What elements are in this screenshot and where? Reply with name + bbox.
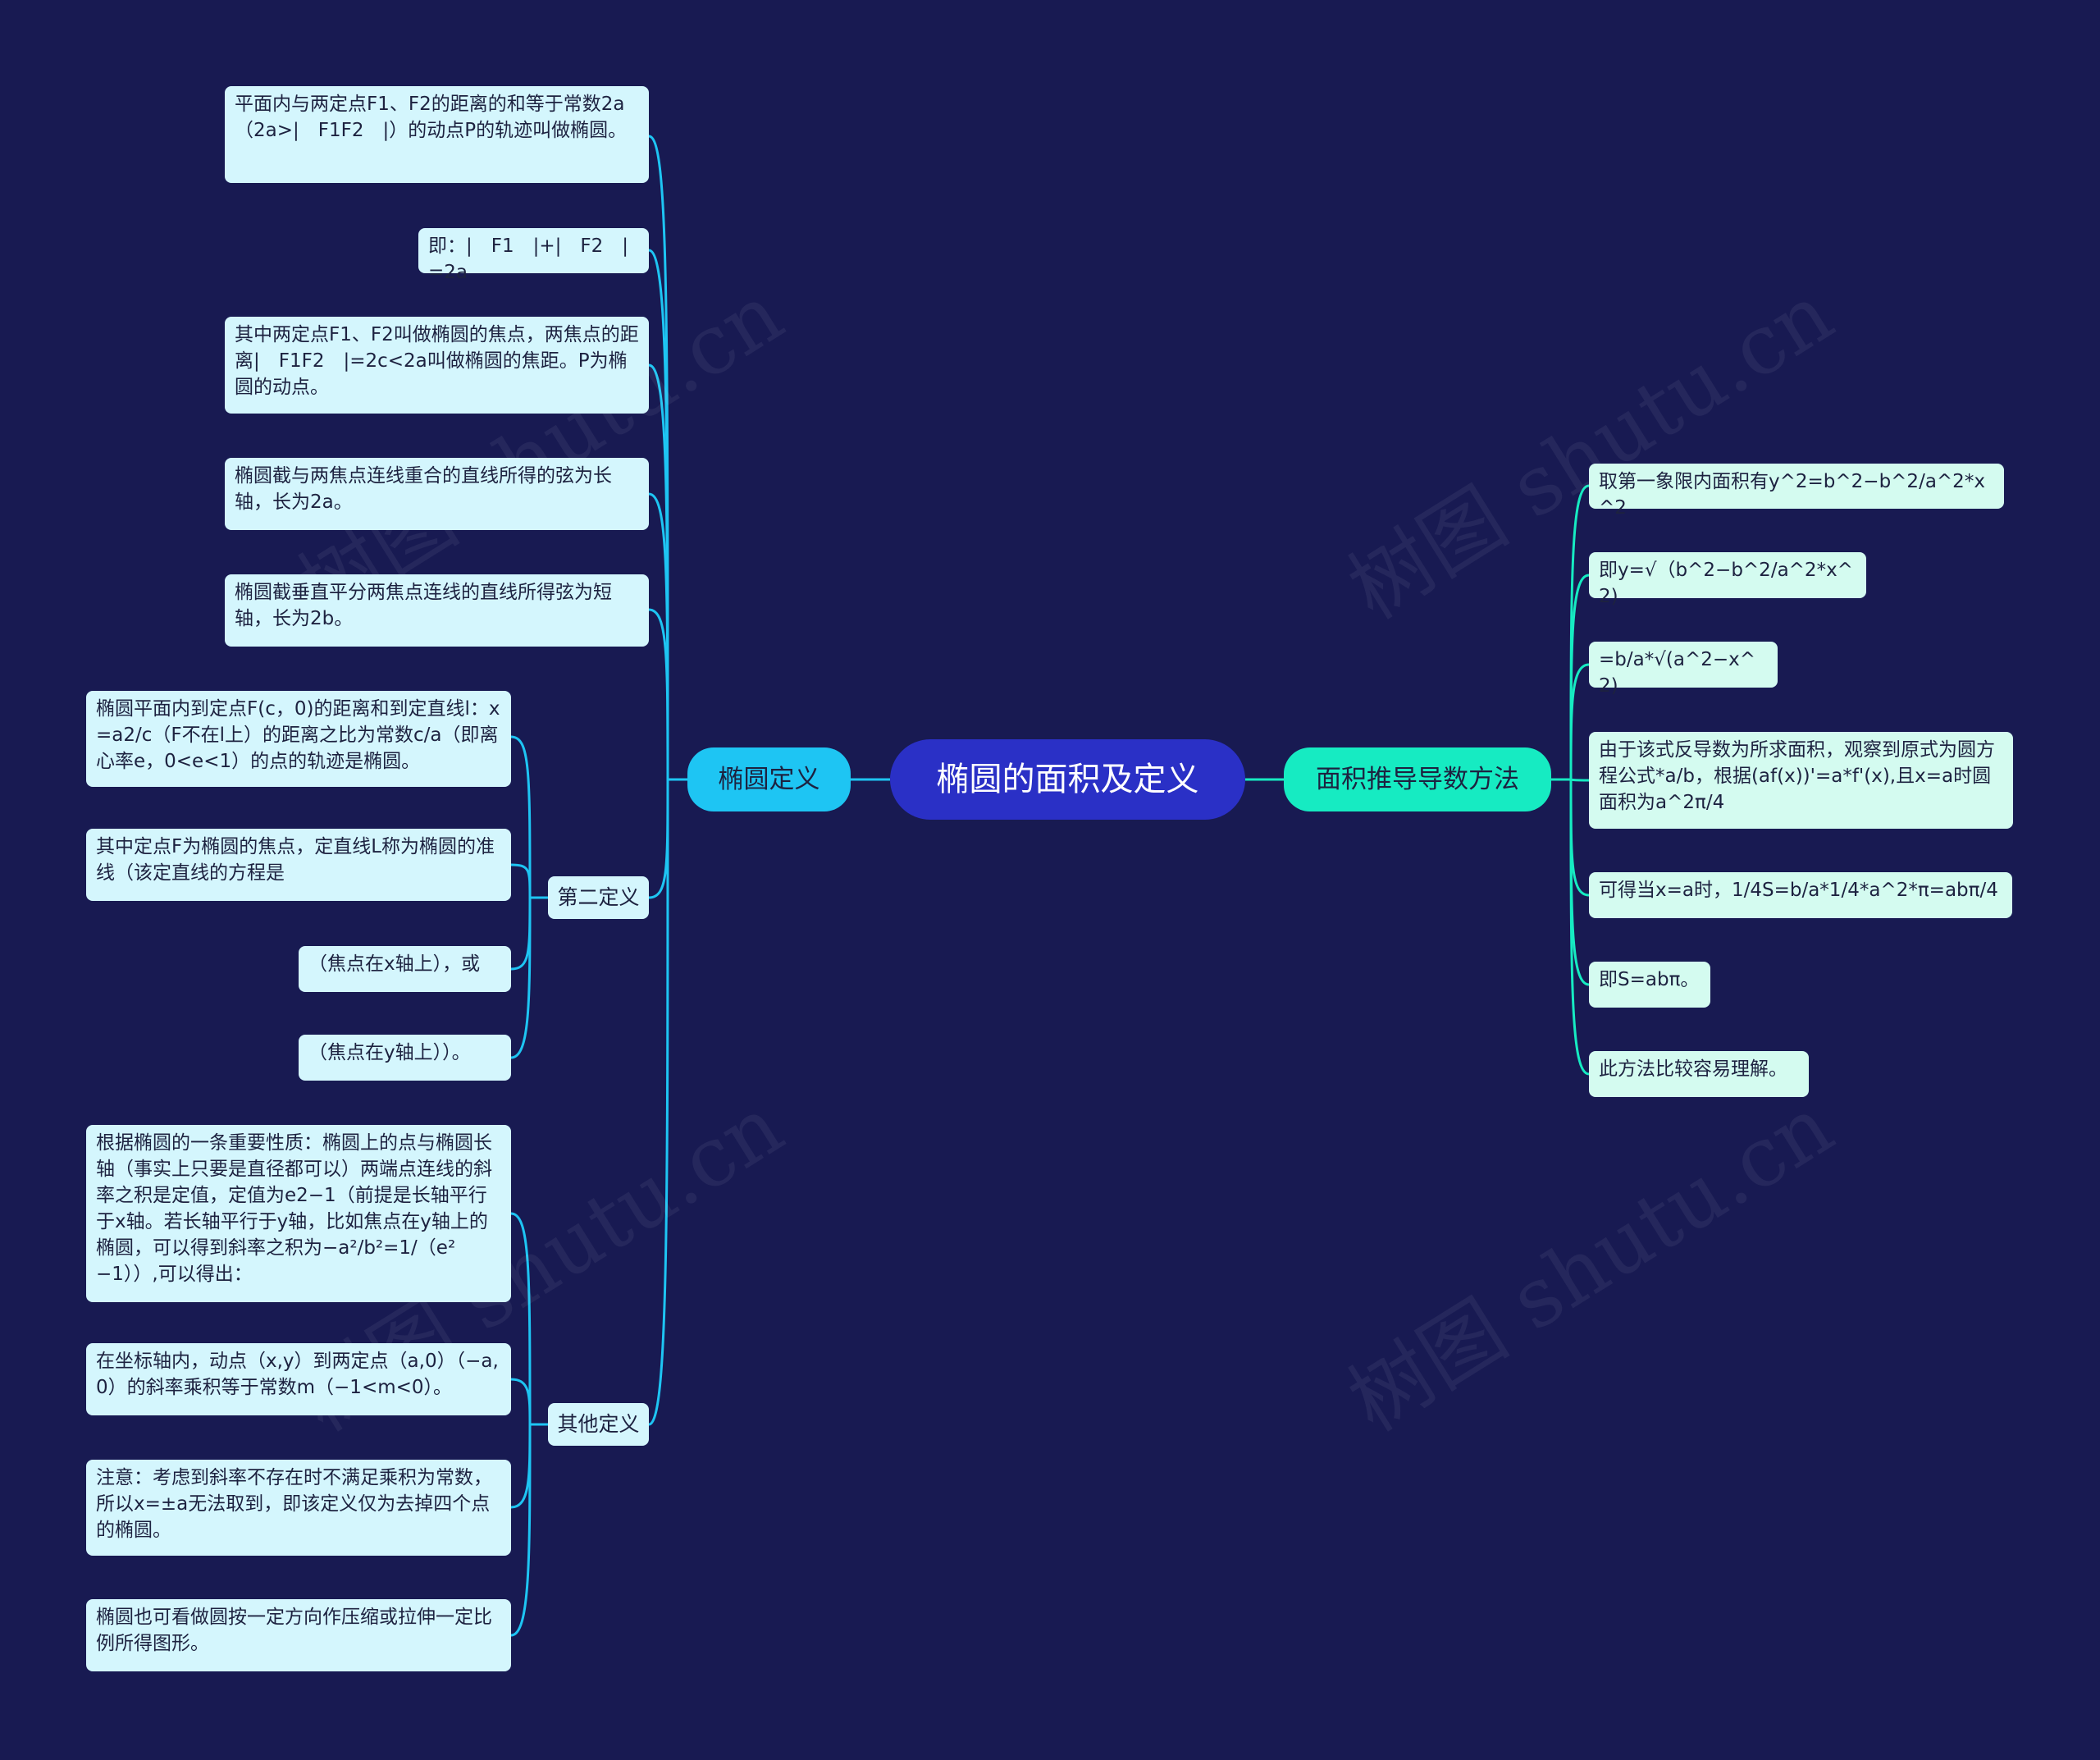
other-def-item[interactable]: 注意：考虑到斜率不存在时不满足乘积为常数，所以x=±a无法取到，即该定义仅为去掉… — [86, 1460, 511, 1556]
link-left-item2 — [648, 249, 669, 780]
right-item[interactable]: 由于该式反导数为所求面积，观察到原式为圆方程公式*a/b，根据(af(x))'=… — [1589, 732, 2013, 829]
right-item[interactable]: 可得当x=a时，1/4S=b/a*1/4*a^2*π=abπ/4 — [1589, 872, 2012, 918]
left-item-sum-formula[interactable]: 即：| F1 |+| F2 |=2a — [418, 228, 649, 283]
link-second-1 — [510, 735, 532, 898]
other-def-item[interactable]: 根据椭圆的一条重要性质：椭圆上的点与椭圆长轴（事实上只要是直径都可以）两端点连线… — [86, 1125, 511, 1302]
link-other-3 — [510, 1424, 532, 1509]
right-item[interactable]: =b/a*√(a^2−x^2) — [1589, 642, 1778, 697]
second-def-item[interactable]: 椭圆平面内到定点F(c，0)的距离和到定直线l：x=a2/c（F不在l上）的距离… — [86, 691, 511, 787]
second-def-item[interactable]: （焦点在y轴上））。 — [299, 1035, 511, 1081]
second-def-item[interactable]: （焦点在x轴上），或 — [299, 946, 511, 992]
link-other-1 — [510, 1212, 532, 1425]
left-item-definition[interactable]: 平面内与两定点F1、F2的距离的和等于常数2a（2a>| F1F2 |）的动点P… — [225, 86, 649, 183]
link-left-item5 — [648, 608, 669, 780]
link-right-5 — [1569, 779, 1590, 897]
link-other-2 — [510, 1378, 532, 1425]
left-item-minor-axis[interactable]: 椭圆截垂直平分两焦点连线的直线所得弦为短轴，长为2b。 — [225, 574, 649, 647]
right-connectors — [1245, 484, 1590, 1076]
left-item-major-axis[interactable]: 椭圆截与两焦点连线重合的直线所得的弦为长轴，长为2a。 — [225, 458, 649, 530]
other-def-item[interactable]: 椭圆也可看做圆按一定方向作压缩或拉伸一定比例所得图形。 — [86, 1599, 511, 1671]
link-right-4 — [1569, 778, 1590, 782]
branch-ellipse-definition[interactable]: 椭圆定义 — [687, 747, 851, 811]
link-left-other — [648, 779, 669, 1426]
link-right-2 — [1569, 574, 1590, 780]
link-right-6 — [1569, 779, 1590, 986]
root-node[interactable]: 椭圆的面积及定义 — [890, 739, 1245, 820]
right-item[interactable]: 取第一象限内面积有y^2=b^2−b^2/a^2*x^2 — [1589, 464, 2004, 519]
right-item[interactable]: 即S=abπ。 — [1589, 962, 1710, 1008]
second-def-item[interactable]: 其中定点F为椭圆的焦点，定直线L称为椭圆的准线（该定直线的方程是 — [86, 829, 511, 901]
other-def-item[interactable]: 在坐标轴内，动点（x,y）到两定点（a,0）（−a,0）的斜率乘积等于常数m（−… — [86, 1343, 511, 1415]
right-item[interactable]: 即y=√（b^2−b^2/a^2*x^2) — [1589, 552, 1866, 607]
link-right-7 — [1569, 779, 1590, 1076]
link-left-second — [648, 779, 669, 899]
link-right-3 — [1569, 663, 1590, 780]
left-connectors — [510, 135, 890, 1637]
sub-other-definition[interactable]: 其他定义 — [548, 1403, 649, 1446]
link-second-4 — [510, 897, 532, 1059]
link-second-3 — [510, 897, 532, 971]
left-item-foci[interactable]: 其中两定点F1、F2叫做椭圆的焦点，两焦点的距离| F1F2 |=2c<2a叫做… — [225, 317, 649, 414]
branch-area-derivation[interactable]: 面积推导导数方法 — [1284, 747, 1551, 811]
link-second-2 — [510, 863, 532, 898]
link-other-4 — [510, 1424, 532, 1637]
right-item[interactable]: 此方法比较容易理解。 — [1589, 1051, 1809, 1097]
sub-second-definition[interactable]: 第二定义 — [548, 876, 649, 919]
